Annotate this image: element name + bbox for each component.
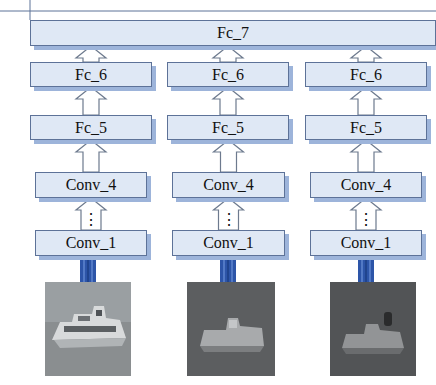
block-arrow [213,46,243,62]
layer-label: Conv_4 [203,177,254,193]
layer-label: Conv_4 [341,177,392,193]
conv-layer-box: Conv_1 [35,230,147,256]
conv-layer-box: Conv_1 [172,230,285,256]
ellipsis-mark: ⋮ [358,212,374,228]
fc-layer-box: Fc_6 [167,62,289,87]
block-arrow [351,140,381,172]
fc-layer-box: Fc_5 [167,115,289,140]
ship-image [45,282,131,376]
frame-line [30,0,31,20]
layer-label: Fc_5 [75,120,107,136]
conv-layer-box: Conv_4 [172,172,285,198]
feed-bars [80,256,374,282]
layer-label: Fc_7 [217,25,249,41]
layer-label: Fc_6 [75,67,107,83]
layer-label: Fc_6 [350,67,382,83]
layer-label: Conv_1 [203,235,254,251]
conv-layer-box: Conv_1 [310,230,422,256]
layer-label: Fc_5 [212,120,244,136]
block-arrow [351,87,381,115]
layer-label: Conv_1 [341,235,392,251]
block-arrow [351,198,381,230]
block-arrow [213,87,243,115]
ship-image [330,282,416,376]
layer-label: Fc_5 [350,120,382,136]
conv-layer-box: Conv_4 [310,172,422,198]
fc-layer-box: Fc_5 [30,115,152,140]
frame-line [0,11,436,12]
block-arrow [76,46,106,62]
fc-layer-box: Fc_6 [305,62,427,87]
ship-image [187,282,275,376]
fc-layer-box: Fc_6 [30,62,152,87]
block-arrow [76,87,106,115]
conv-layer-box: Conv_4 [35,172,147,198]
block-arrow [76,140,106,172]
block-arrow [214,198,244,230]
block-arrow [351,46,381,62]
fc-layer-box: Fc_5 [305,115,427,140]
ellipsis-mark: ⋮ [83,212,99,228]
block-arrow [76,198,106,230]
layer-label: Conv_1 [66,235,117,251]
block-arrow [214,140,244,172]
fc-layer-box: Fc_7 [30,20,436,46]
layer-label: Conv_4 [66,177,117,193]
layer-label: Fc_6 [212,67,244,83]
ellipsis-mark: ⋮ [221,212,237,228]
